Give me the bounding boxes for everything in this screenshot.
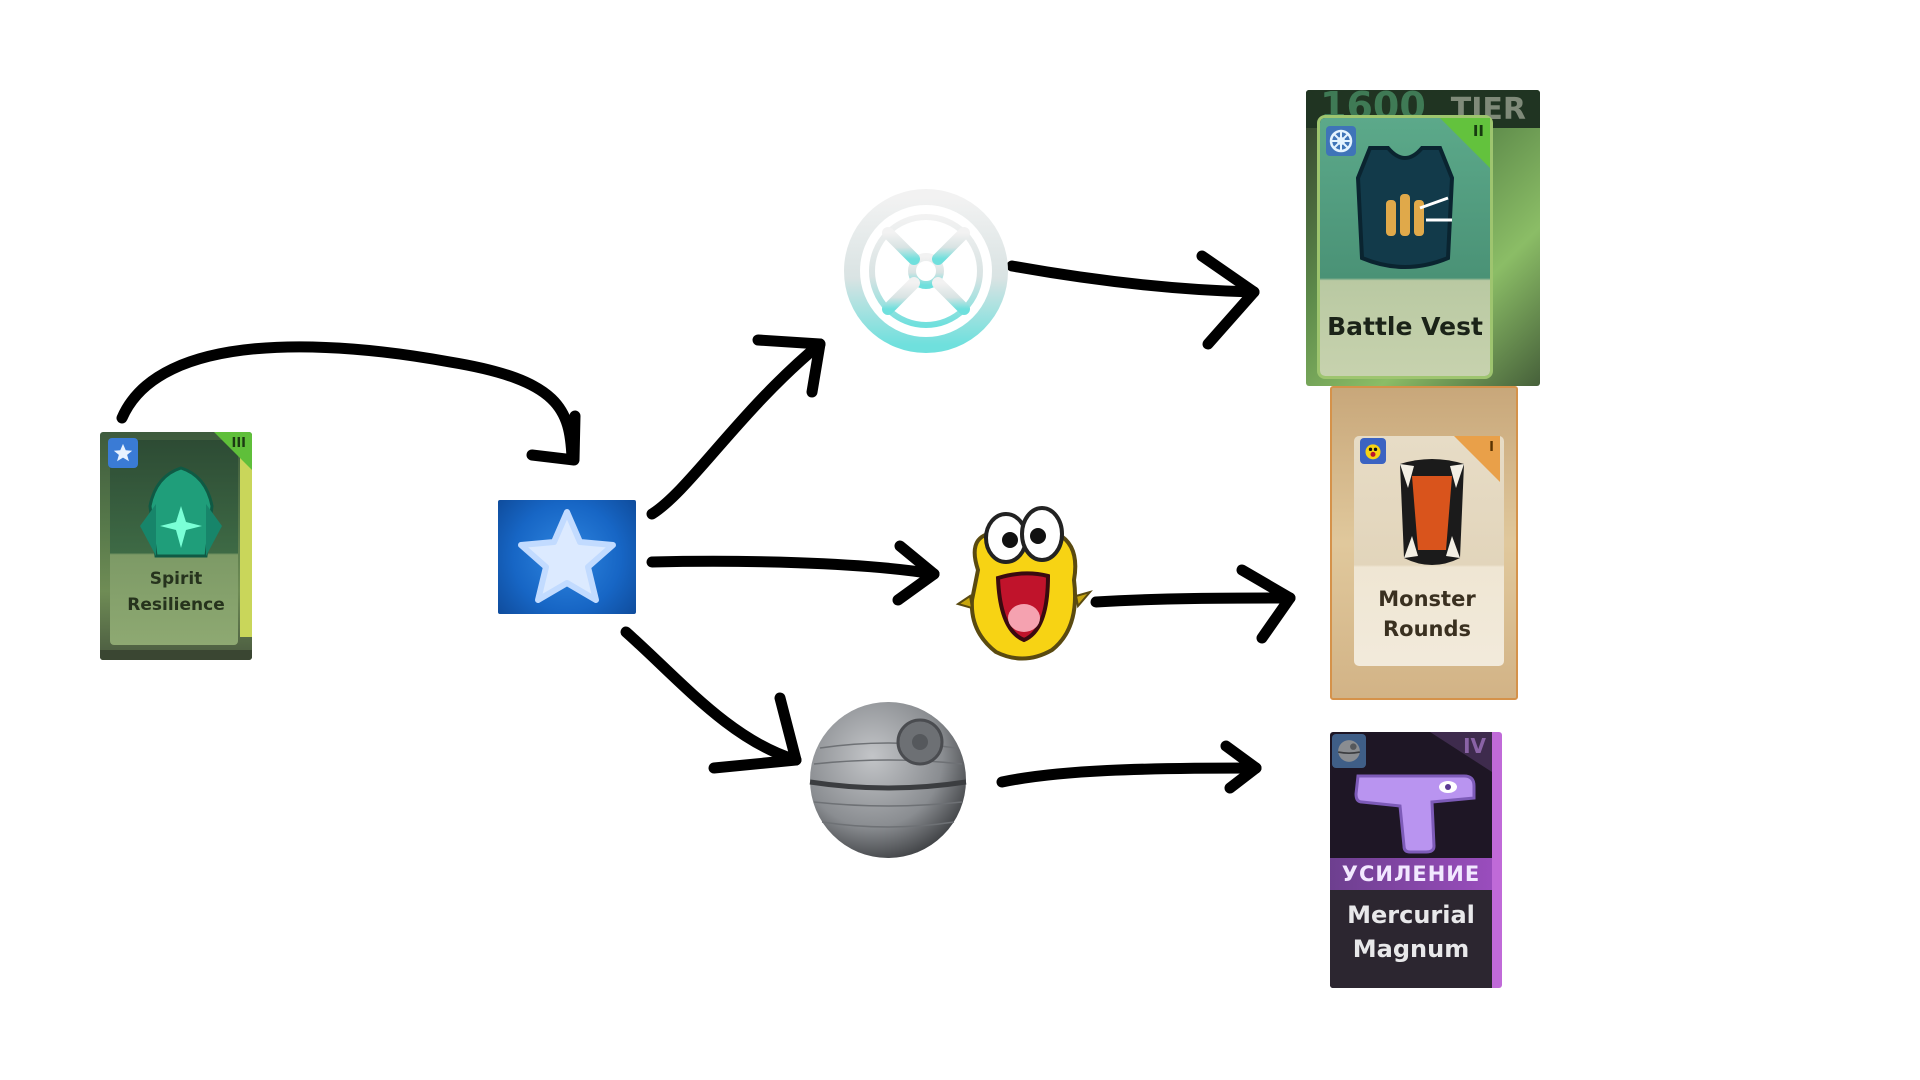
card-name-panel — [1330, 890, 1492, 988]
edge-wheel-to-vest — [1006, 250, 1260, 350]
edge-blob-to-monster — [1090, 564, 1296, 644]
card-name-line1: Monster — [1378, 587, 1476, 611]
card-category-label: УСИЛЕНИЕ — [1341, 862, 1481, 886]
death-star-node[interactable] — [806, 698, 970, 862]
edge-deathstar-to-magnum — [996, 740, 1262, 794]
wheel-node[interactable] — [836, 188, 1016, 354]
card-category-badge — [108, 438, 138, 468]
card-footer — [100, 650, 252, 660]
cartoon-blob-icon — [955, 506, 1093, 661]
hooded-armor-icon — [140, 466, 222, 558]
star-hub-node[interactable] — [498, 500, 636, 614]
cartoon-blob-icon — [1365, 444, 1381, 460]
spirit-resilience-card[interactable]: III Spirit Resilience — [100, 432, 252, 660]
card-category-badge — [1332, 734, 1366, 768]
card-name-line2: Magnum — [1352, 935, 1470, 963]
pistol-icon — [1354, 774, 1476, 854]
edge-hub-to-wheel — [646, 334, 826, 520]
card-category-badge — [1326, 126, 1356, 156]
star-icon — [518, 509, 616, 603]
mercurial-magnum-card[interactable]: IV УСИЛЕНИЕ Mercurial Magnum — [1330, 732, 1502, 988]
tier-label: III — [231, 436, 246, 451]
wheel-icon — [1329, 129, 1353, 153]
edge-hub-to-deathstar — [620, 626, 802, 774]
battle-vest-card[interactable]: 1600 TIER II Battle Vest — [1306, 90, 1540, 386]
monster-mouth-icon — [1400, 459, 1464, 565]
card-name: Battle Vest — [1327, 312, 1483, 341]
monster-rounds-card[interactable]: I Monster Rounds — [1330, 386, 1518, 700]
tier-corner — [1454, 436, 1500, 482]
card-name: Monster Rounds — [1354, 584, 1500, 644]
star-icon — [113, 443, 133, 462]
wheel-icon — [844, 189, 1008, 353]
vest-icon — [1355, 146, 1455, 269]
card-name: Mercurial Magnum — [1330, 898, 1492, 966]
edge-hub-to-blob — [646, 540, 940, 606]
tier-label: I — [1489, 440, 1494, 455]
card-name-line1: Mercurial — [1347, 901, 1475, 929]
tier-corner — [1430, 732, 1492, 772]
tier-label: II — [1472, 122, 1484, 140]
death-star-icon — [1338, 740, 1360, 762]
death-star-icon — [809, 702, 967, 858]
card-name-line2: Rounds — [1382, 617, 1472, 641]
card-category-badge — [1360, 438, 1386, 464]
tier-label: IV — [1463, 734, 1486, 758]
tier-corner — [1440, 118, 1490, 168]
category-band — [1330, 858, 1492, 890]
cartoon-blob-node[interactable] — [948, 500, 1098, 670]
tier-corner — [214, 432, 252, 470]
card-name: Spirit Resilience — [127, 569, 225, 615]
card-edge-strip — [240, 447, 252, 637]
edge-source-to-hub — [116, 341, 581, 466]
